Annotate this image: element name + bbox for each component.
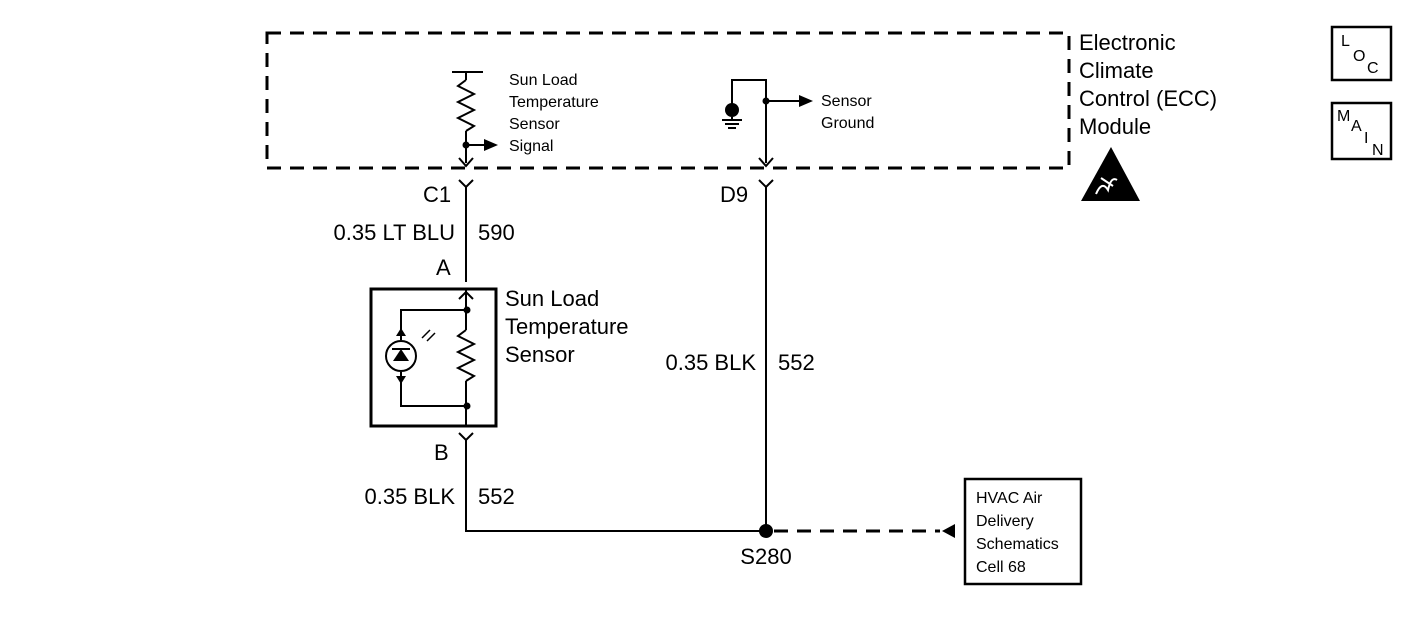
esd-warning-icon — [1081, 147, 1140, 201]
main-button[interactable]: M A I N — [1330, 101, 1393, 161]
sensor-name-line-3: Sensor — [505, 342, 575, 367]
main-letter-m: M — [1337, 108, 1350, 125]
hvac-reference-line-4: Cell 68 — [976, 559, 1026, 576]
hvac-reference-line-3: Schematics — [976, 536, 1059, 553]
reference-arrow-icon — [942, 524, 955, 538]
internal-reference-resistor — [452, 71, 498, 168]
loc-letter-l: L — [1341, 33, 1350, 50]
d9-label: D9 — [720, 182, 748, 207]
a-label: A — [436, 255, 451, 280]
sensor-ground-label-line-1: Sensor — [821, 93, 872, 110]
wire-590-size-color: 0.35 LT BLU — [334, 220, 455, 245]
main-letter-a: A — [1351, 118, 1362, 135]
sensor-name-line-2: Temperature — [505, 314, 629, 339]
sun-load-signal-label-line-1: Sun Load — [509, 72, 578, 89]
sensor-name-line-1: Sun Load — [505, 286, 599, 311]
wire-552-right-circuit: 552 — [778, 350, 815, 375]
loc-button[interactable]: L O C — [1330, 25, 1393, 82]
d9-connector-symbol — [758, 179, 774, 189]
splice-s280-dot — [759, 524, 773, 538]
b-label: B — [434, 440, 449, 465]
main-letter-n: N — [1372, 142, 1384, 159]
sun-load-signal-label-line-4: Signal — [509, 138, 553, 155]
wire-552-left-size-color: 0.35 BLK — [364, 484, 455, 509]
wire-590-circuit: 590 — [478, 220, 515, 245]
sun-load-sensor-box — [369, 287, 498, 428]
hvac-reference-box[interactable] — [963, 477, 1083, 586]
photodiode-icon — [385, 329, 436, 372]
loc-letter-o: O — [1353, 48, 1365, 65]
ecc-module-boundary — [265, 31, 1071, 170]
wire-552-right-size-color: 0.35 BLK — [665, 350, 756, 375]
main-letter-i: I — [1364, 130, 1368, 147]
sun-load-signal-label-line-3: Sensor — [509, 116, 560, 133]
module-title-line-3: Control (ECC) — [1079, 86, 1217, 111]
c1-label: C1 — [423, 182, 451, 207]
wire-552-blk-left — [465, 440, 766, 532]
splice-s280-label: S280 — [740, 544, 791, 569]
loc-letter-c: C — [1367, 60, 1379, 77]
sensor-ground-label-line-2: Ground — [821, 115, 874, 132]
b-connector-symbol — [458, 432, 474, 442]
hvac-reference-line-1: HVAC Air — [976, 490, 1043, 507]
hvac-reference-line-2: Delivery — [976, 513, 1034, 530]
sun-load-sensor-internals — [396, 289, 477, 426]
module-title-line-1: Electronic — [1079, 30, 1176, 55]
module-title-line-4: Module — [1079, 114, 1151, 139]
wire-552-left-circuit: 552 — [478, 484, 515, 509]
module-title-line-2: Climate — [1079, 58, 1154, 83]
c1-connector-symbol — [458, 179, 474, 189]
internal-ground-circuit — [722, 79, 813, 168]
sun-load-signal-label-line-2: Temperature — [509, 94, 599, 111]
